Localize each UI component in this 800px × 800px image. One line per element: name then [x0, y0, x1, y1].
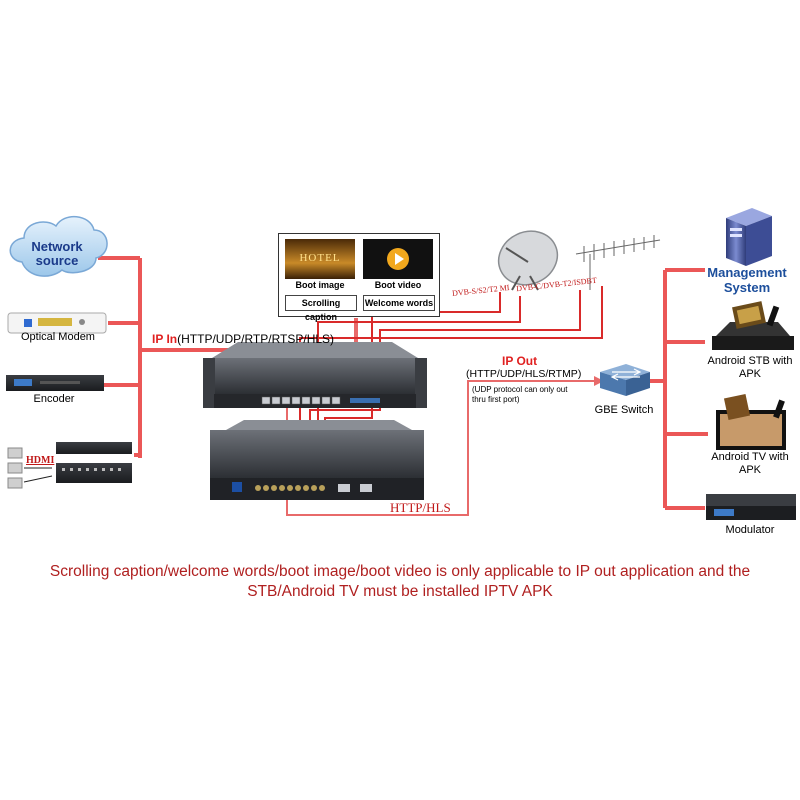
server-tower-icon	[726, 208, 772, 266]
ip-in-label: IP In(HTTP/UDP/RTP/RTSP/HLS)	[152, 332, 334, 346]
ip-out-protocols: (HTTP/UDP/HLS/RTMP)	[466, 368, 582, 380]
http-hls-label: HTTP/HLS	[390, 500, 451, 515]
play-icon	[387, 248, 409, 270]
ip-in-title: IP In	[152, 332, 178, 346]
switch-icon	[600, 364, 650, 396]
feature-box: HOTEL Boot image Boot video Scrolling ca…	[278, 233, 440, 322]
boot-video-label: Boot video	[374, 280, 422, 290]
ip-out-title: IP Out	[502, 354, 538, 368]
caption-line-1: Scrolling caption/welcome words/boot ima…	[49, 563, 751, 580]
management-system-label: Management System	[707, 265, 787, 295]
welcome-words-label: Welcome words	[363, 295, 435, 311]
terrestrial-antenna-icon	[575, 235, 661, 290]
satellite-dish-icon	[497, 230, 559, 291]
footnote-caption: Scrolling caption/welcome words/boot ima…	[20, 562, 780, 602]
switch-label: GBE Switch	[594, 404, 654, 416]
boot-image-label: Boot image	[295, 280, 345, 290]
network-source-label: Network source	[18, 240, 96, 268]
android-stb-icon	[712, 301, 794, 350]
scrolling-caption-label: Scrolling caption	[285, 295, 357, 322]
modulator-icon	[706, 494, 796, 520]
optical-modem-label: Optical Modem	[21, 331, 95, 343]
ip-out-note: (UDP protocol can only out thru first po…	[472, 385, 568, 404]
ip-in-protocols: (HTTP/UDP/RTP/RTSP/HLS)	[177, 332, 335, 346]
boot-video-thumbnail	[363, 239, 433, 279]
android-stb-label: Android STB with APK	[707, 355, 793, 380]
optical-modem-icon	[7, 312, 107, 334]
iptv-gateway-upper-icon	[203, 342, 427, 408]
cloud-icon	[9, 216, 108, 277]
hdmi-label: HDMI	[26, 455, 55, 466]
hdmi-sources-icon	[7, 442, 132, 489]
encoder-label: Encoder	[33, 393, 75, 405]
android-tv-label: Android TV with APK	[711, 451, 789, 476]
encoder-icon	[6, 375, 104, 391]
android-tv-icon	[716, 393, 786, 450]
network-source-text: Network source	[31, 239, 83, 268]
hotel-sign: HOTEL	[299, 252, 341, 264]
modulator-label: Modulator	[725, 524, 775, 536]
caption-line-2: STB/Android TV must be installed IPTV AP…	[247, 583, 553, 600]
output-bus-lines	[648, 268, 708, 510]
boot-image-thumbnail: HOTEL	[285, 239, 355, 279]
iptv-gateway-lower-icon	[210, 420, 424, 500]
